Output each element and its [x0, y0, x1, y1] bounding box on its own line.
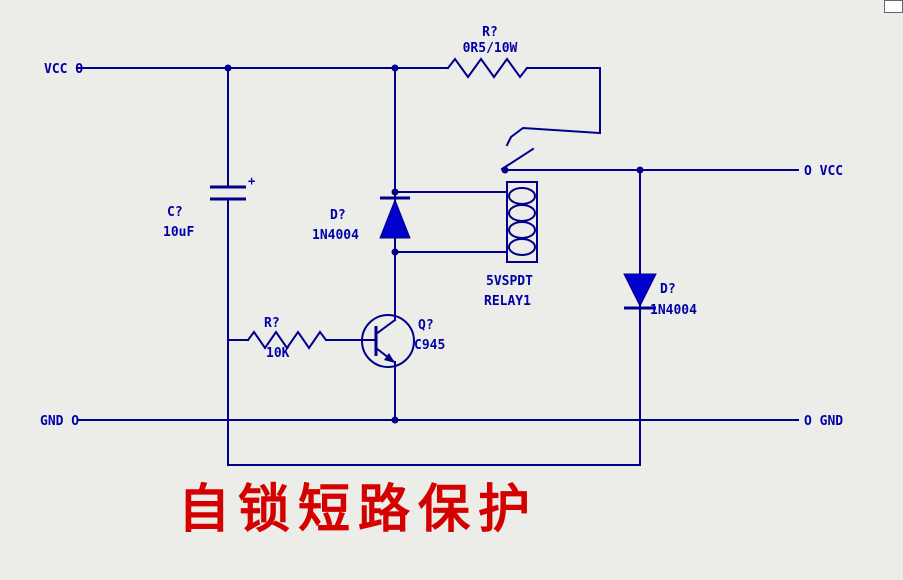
flyback-diode-ref: D?: [330, 208, 346, 223]
switch-fixed-contact: [505, 126, 602, 147]
resistor-zigzag: [446, 57, 529, 79]
relay-coil-loop: [508, 187, 536, 205]
transistor-collector-lead: [374, 318, 397, 336]
relay-coil-loop: [508, 238, 536, 256]
wires: [77, 67, 799, 466]
base-resistor-value: 10K: [266, 346, 290, 361]
capacitor-polarity: +: [248, 174, 255, 188]
junction-dot: [636, 166, 644, 174]
corner-artifact: [884, 0, 903, 13]
junction-dot: [391, 188, 399, 196]
base-resistor-ref: R?: [264, 316, 280, 331]
relay-coil-loop: [508, 204, 536, 222]
power-resistor-ref: R?: [482, 25, 498, 40]
junction-dot: [391, 248, 399, 256]
transistor-ref: Q?: [418, 318, 434, 333]
switch-blade: [500, 147, 535, 171]
junction-dots: [224, 64, 644, 424]
relay-type-label: 5VSPDT: [486, 274, 533, 289]
power-resistor-value: 0R5/10W: [463, 41, 518, 56]
port-label-gnd-left: GND O: [40, 414, 79, 429]
port-label-gnd-right: O GND: [804, 414, 843, 429]
junction-dot: [391, 64, 399, 72]
feedback-diode: D? 1N4004: [623, 273, 697, 318]
port-label-vcc-left: VCC O: [44, 62, 83, 77]
port-label-vcc-right: O VCC: [804, 164, 843, 179]
power-resistor: R? 0R5/10W: [446, 25, 529, 79]
relay-coil-loop: [508, 221, 536, 239]
schematic-title: 自锁短路保护: [178, 481, 538, 539]
transistor: Q? C945: [361, 314, 445, 368]
relay-switch-contact: [500, 126, 602, 171]
flyback-diode-triangle: [379, 198, 411, 239]
feedback-diode-triangle: [623, 273, 657, 308]
port-labels: VCC O GND O O VCC O GND: [40, 62, 843, 429]
transistor-value: C945: [414, 338, 445, 353]
flyback-diode: D? 1N4004: [312, 196, 411, 243]
feedback-diode-value: 1N4004: [650, 303, 697, 318]
flyback-diode-value: 1N4004: [312, 228, 359, 243]
relay-name-label: RELAY1: [484, 294, 531, 309]
junction-dot: [391, 416, 399, 424]
capacitor-ref: C?: [167, 205, 183, 220]
junction-dot: [224, 64, 232, 72]
transistor-emitter-arrow: [384, 353, 395, 363]
base-resistor: R? 10K: [246, 316, 328, 361]
transistor-body: [361, 314, 415, 368]
capacitor-value: 10uF: [163, 225, 194, 240]
base-resistor-zigzag: [246, 330, 328, 350]
feedback-diode-ref: D?: [660, 282, 676, 297]
capacitor: + C? 10uF: [163, 174, 255, 240]
relay-coil: 5VSPDT RELAY1: [484, 181, 538, 309]
relay-coil-body: [506, 181, 538, 263]
